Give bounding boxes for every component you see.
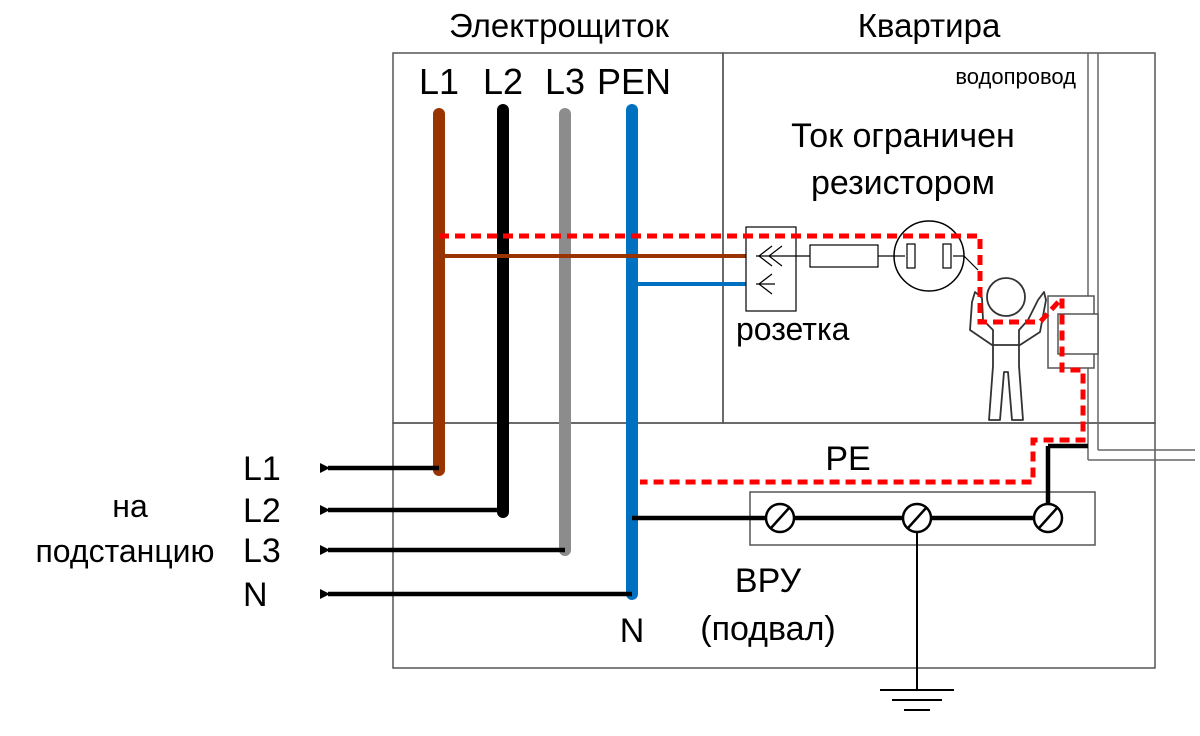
out-label-n: N [243,576,268,614]
vru-label-2: (подвал) [700,610,836,648]
bus-label-l3: L3 [545,61,585,102]
fault-current-path [439,233,1086,485]
socket-symbol [745,226,797,312]
n-label: N [620,612,645,650]
water-pipe-label: водопровод [955,64,1076,89]
resistor-and-lamp [793,220,979,292]
terminal-3 [1032,502,1064,534]
destination-line-2: подстанцию [35,533,214,569]
panel-title: Электрощиток [449,7,670,44]
vru-label-1: ВРУ [735,562,802,600]
note-line-1: Ток ограничен [791,117,1015,155]
bus-label-l1: L1 [419,61,459,102]
outgoing-feeders [320,463,632,599]
socket-label: розетка [736,311,850,347]
ground-symbol [880,689,954,711]
note-line-2: резистором [811,164,995,202]
enclosures [392,52,1156,669]
water-pipe [1087,53,1195,461]
person-figure [969,277,1047,421]
pe-label: PE [825,440,870,478]
resistor [809,244,879,268]
out-label-l3: L3 [243,532,281,570]
terminal-2 [901,502,933,534]
terminals [764,502,1064,534]
tap-fixture [1047,295,1099,369]
out-label-l1: L1 [243,450,281,488]
terminal-1 [764,502,796,534]
bus-label-l2: L2 [483,61,523,102]
out-label-l2: L2 [243,492,281,530]
basement-enclosure [392,422,1156,669]
destination-line-1: на [112,488,148,524]
bus-label-pen: PEN [597,61,671,102]
apartment-title: Квартира [858,7,1001,44]
